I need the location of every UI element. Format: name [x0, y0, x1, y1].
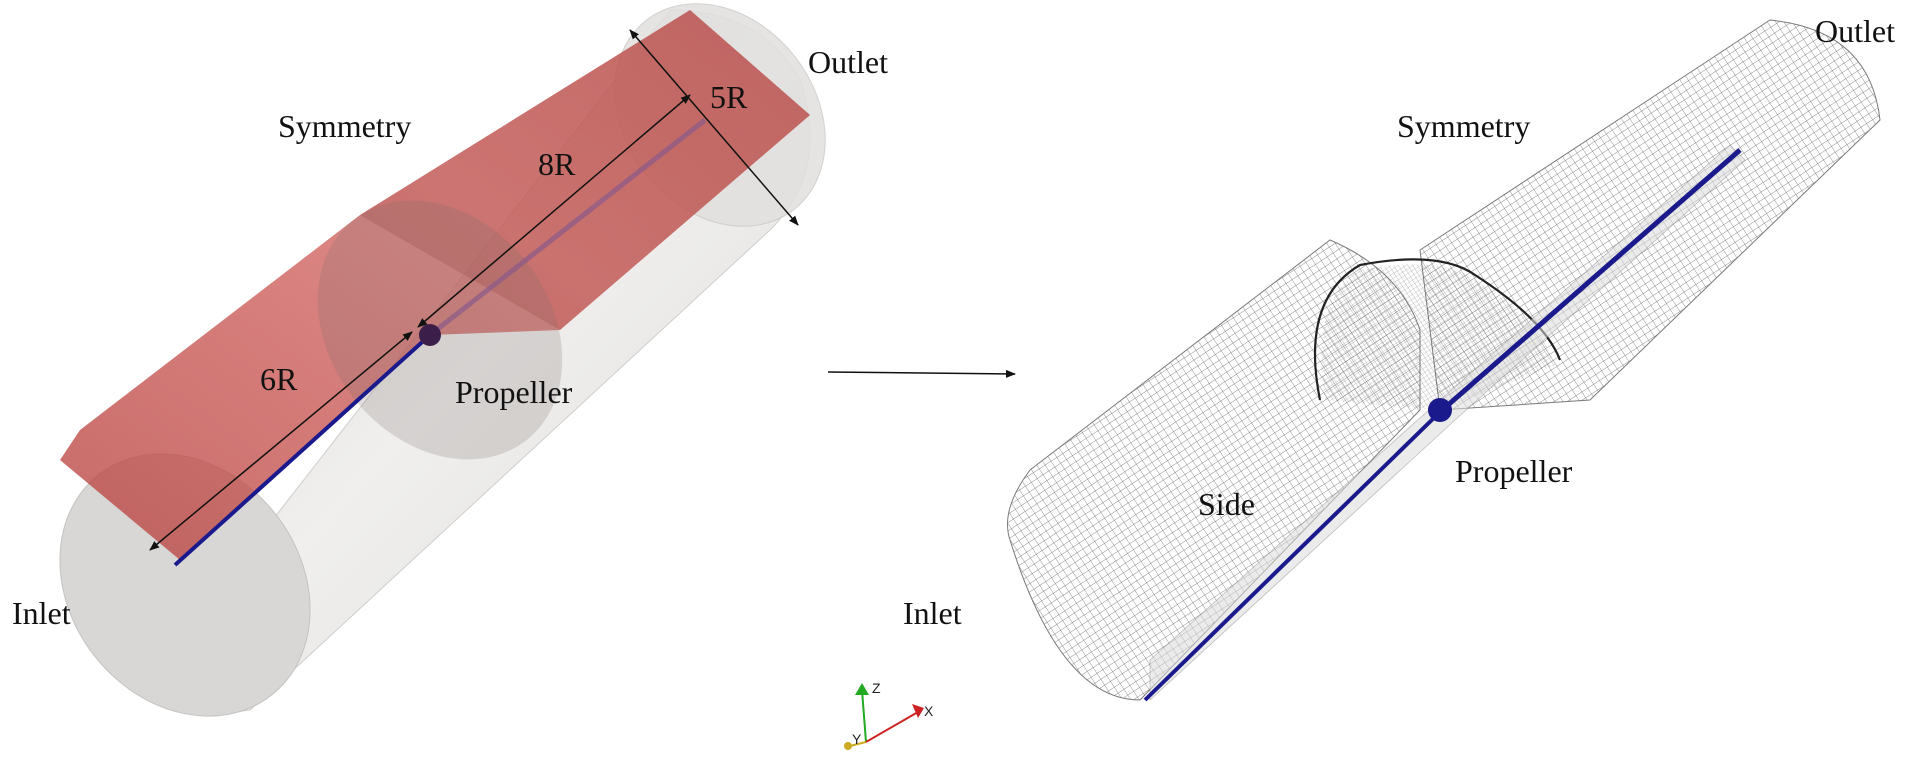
- axes-triad: Z X Y: [844, 680, 934, 750]
- right-propeller-hub: [1428, 398, 1452, 422]
- left-propeller-label: Propeller: [455, 374, 573, 410]
- transition-arrow: [827, 369, 1016, 378]
- y-axis-label: Y: [852, 731, 862, 747]
- left-inlet-label: Inlet: [12, 595, 71, 631]
- left-geometry: [59, 3, 826, 717]
- labels: Outlet Symmetry 5R 8R 6R Propeller Inlet…: [12, 13, 1895, 631]
- right-shaft-rear: [1438, 148, 1742, 414]
- z-axis-label: Z: [872, 680, 881, 696]
- right-propeller-arc: [1313, 258, 1562, 401]
- left-8r-label: 8R: [538, 146, 576, 182]
- right-symmetry-label: Symmetry: [1397, 108, 1530, 144]
- right-propeller-label: Propeller: [1455, 453, 1573, 489]
- left-symmetry-label: Symmetry: [278, 108, 411, 144]
- x-axis-head: [912, 704, 924, 718]
- left-outlet-label: Outlet: [808, 44, 888, 80]
- left-5r-label: 5R: [710, 79, 748, 115]
- left-6r-label: 6R: [260, 361, 298, 397]
- x-axis-line: [865, 711, 919, 743]
- dim-arrow-8r: [417, 94, 691, 328]
- dim-arrow-5r: [629, 29, 799, 226]
- left-propeller-hub: [419, 324, 441, 346]
- right-outlet-label: Outlet: [1815, 13, 1895, 49]
- right-mesh: [1007, 19, 1881, 702]
- y-axis-line: [849, 741, 867, 747]
- right-inlet-label: Inlet: [903, 595, 962, 631]
- x-axis-label: X: [924, 703, 934, 719]
- y-axis-head: [844, 742, 852, 750]
- right-side-label: Side: [1198, 486, 1255, 522]
- z-axis-line: [861, 689, 867, 743]
- z-axis-head: [855, 683, 869, 695]
- right-shaft: [1143, 410, 1442, 702]
- dim-arrow-6r: [149, 331, 413, 551]
- right-refinement-tube: [1149, 144, 1746, 701]
